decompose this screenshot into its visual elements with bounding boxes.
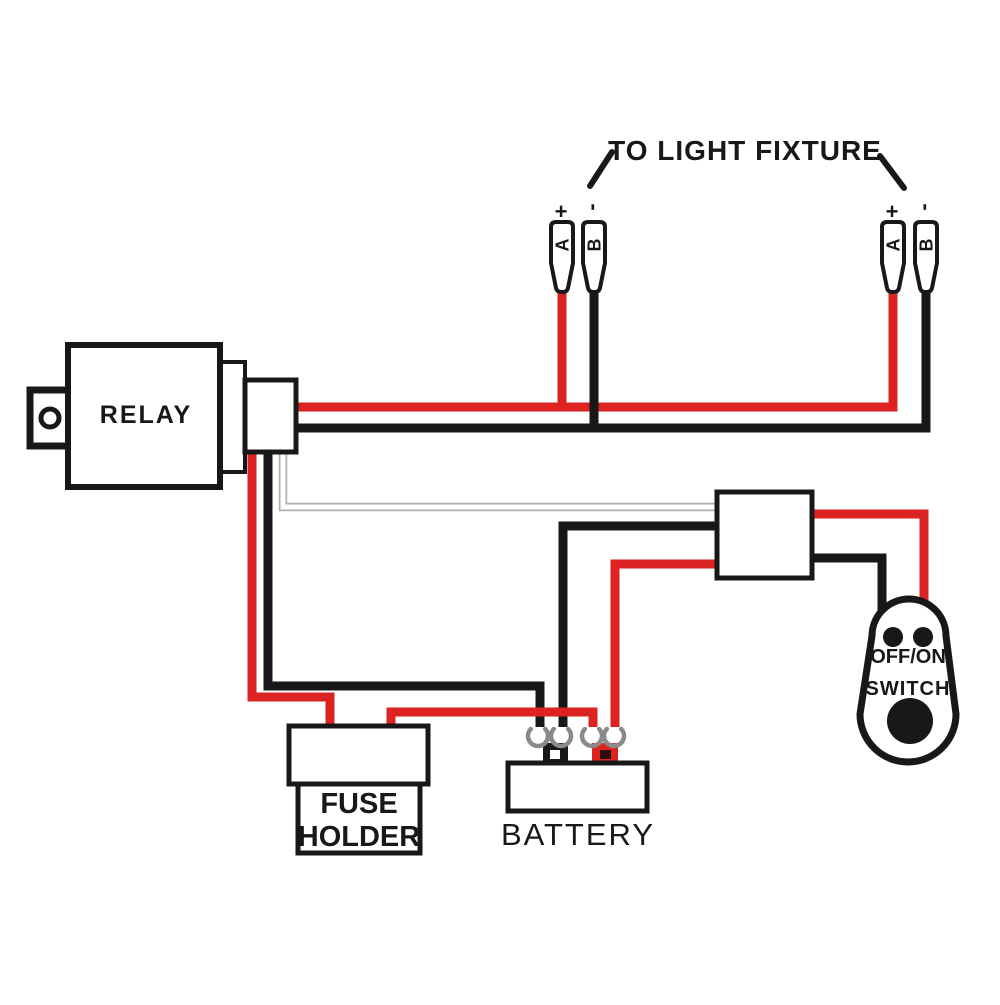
left-negative-mark: - — [582, 203, 607, 210]
white-wire-core — [280, 450, 720, 510]
battery-positive-post-hole — [600, 750, 611, 759]
light-connector-right-pair: + - A B — [880, 199, 939, 294]
light-connector-left-pair: + - A B — [549, 199, 607, 294]
red-fixture-trunk — [292, 292, 898, 412]
battery-component: BATTERY — [501, 743, 655, 852]
switch-label-offon: OFF/ON — [870, 646, 946, 668]
ring-terminal-3 — [579, 726, 605, 749]
fuse-holder-component: FUSE HOLDER — [286, 723, 431, 856]
relay-mounting-hole — [38, 406, 62, 430]
wire-black-relay-to-battery — [263, 448, 545, 727]
title-group: TO LIGHT FIXTURE — [587, 135, 907, 191]
title-to-light-fixture: TO LIGHT FIXTURE — [608, 135, 882, 166]
switch-component: OFF/ON SWITCH — [856, 595, 960, 766]
terminal-a-label-left: A — [552, 239, 572, 252]
spade-terminal-left-a — [549, 220, 575, 294]
terminal-b-label-left: B — [584, 239, 604, 252]
relay-connector-plug — [242, 377, 299, 455]
relay-component: RELAY — [26, 342, 299, 490]
switch-connector-box — [714, 489, 815, 581]
fuse-holder-cap — [286, 723, 431, 787]
switch-indicator-dot-left — [883, 627, 903, 647]
wire-red-switch-connector-to-switch — [810, 509, 929, 612]
wire-black-relay-to-fixture — [292, 292, 931, 433]
spade-terminal-left-b — [581, 220, 607, 294]
terminal-b-label-right: B — [916, 239, 936, 252]
switch-label-switch: SWITCH — [866, 678, 951, 700]
right-negative-mark: - — [914, 203, 939, 210]
right-positive-mark: + — [886, 199, 899, 224]
wire-red-relay-to-fixture — [292, 292, 898, 412]
fuse-holder-label-line2: HOLDER — [298, 821, 421, 853]
battery-body — [505, 760, 650, 814]
ring-terminal-2 — [548, 726, 574, 749]
battery-negative-post-hole — [550, 750, 560, 759]
left-positive-mark: + — [555, 199, 568, 224]
wire-red-battery-to-switch-connector — [610, 559, 720, 727]
wire-black-group — [263, 292, 931, 727]
switch-indicator-dot-right — [913, 627, 933, 647]
battery-label: BATTERY — [501, 817, 655, 852]
relay-label: RELAY — [100, 401, 192, 429]
spade-terminal-right-b — [913, 220, 939, 294]
wire-black-switch-connector-to-battery — [558, 521, 720, 727]
fuse-holder-label-line1: FUSE — [320, 788, 397, 820]
wire-red-relay-to-fuse-holder — [247, 448, 335, 740]
leader-line-left — [587, 149, 615, 189]
wire-black-switch-connector-to-switch — [810, 553, 887, 612]
spade-terminal-right-a — [880, 220, 906, 294]
relay-body — [65, 342, 223, 490]
terminal-a-label-right: A — [883, 239, 903, 252]
switch-button — [887, 698, 933, 744]
wire-white-relay-to-switch-connector — [278, 450, 720, 512]
ring-terminals-group — [525, 726, 627, 749]
fuse-holder-body — [295, 781, 423, 856]
ring-terminal-4 — [601, 726, 627, 749]
ring-terminal-1 — [525, 726, 551, 749]
leader-line-right — [877, 153, 907, 191]
